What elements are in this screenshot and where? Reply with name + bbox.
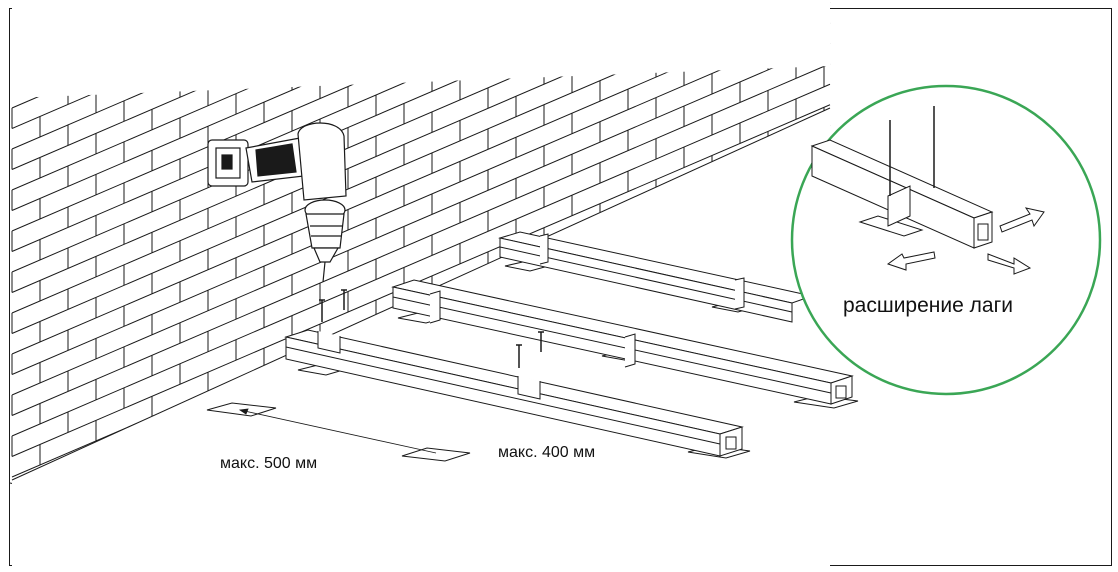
joist-middle [391,279,854,405]
arrow-icon [886,251,936,271]
joist-back [498,231,814,323]
brick-wall [11,0,831,572]
max-500-label: макс. 500 мм [220,455,317,472]
arrow-icon [987,253,1032,275]
detail-circle [790,84,1102,396]
cordless-drill [207,122,347,283]
joist-front [284,329,744,457]
arrow-icon [999,207,1045,233]
max-400-label: макс. 400 мм [498,444,595,461]
dimension-lines [238,408,437,454]
support-pad [401,447,471,462]
screws [319,289,544,368]
detail-inset: расширение лаги [790,84,1102,396]
joist-extension-label: расширение лаги [843,294,1013,317]
